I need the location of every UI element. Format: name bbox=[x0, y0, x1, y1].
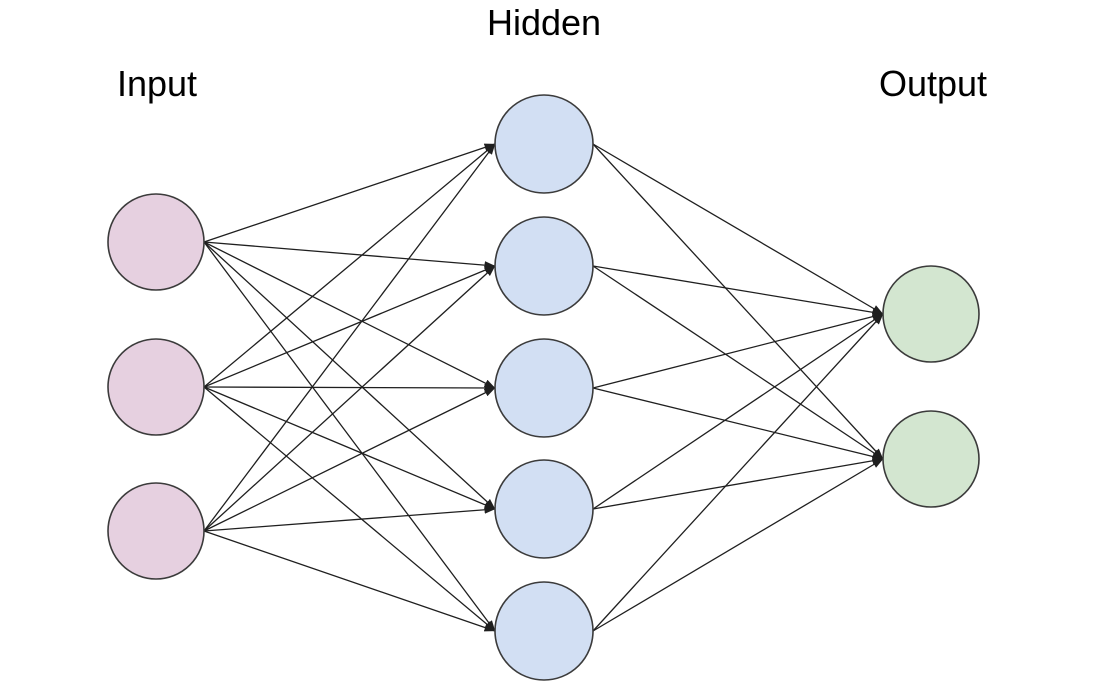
input-layer-label: Input bbox=[117, 63, 197, 104]
output-2-node bbox=[882, 410, 980, 508]
edge-input-1-to-hidden-1 bbox=[203, 143, 496, 243]
edge-input-2-to-hidden-5 bbox=[203, 386, 496, 632]
edge-hidden-4-to-output-1 bbox=[592, 313, 884, 510]
edge-input-1-to-hidden-4 bbox=[203, 241, 496, 510]
edge-input-2-to-hidden-2 bbox=[203, 265, 496, 388]
edge-input-2-to-hidden-4 bbox=[203, 386, 496, 510]
edge-input-3-to-hidden-2 bbox=[203, 265, 496, 532]
edge-input-2-to-hidden-1 bbox=[203, 143, 496, 388]
input-2-node bbox=[107, 338, 205, 436]
edge-input-3-to-hidden-3 bbox=[203, 387, 496, 532]
edge-hidden-2-to-output-1 bbox=[592, 265, 884, 317]
hidden-2-node bbox=[494, 216, 594, 316]
edge-hidden-4-to-output-2 bbox=[592, 456, 884, 510]
output-layer-label: Output bbox=[879, 63, 987, 104]
edge-hidden-5-to-output-2 bbox=[592, 458, 884, 632]
edge-hidden-2-to-output-2 bbox=[592, 265, 884, 460]
edges-layer bbox=[203, 143, 884, 632]
edge-input-2-to-hidden-3 bbox=[203, 383, 496, 392]
hidden-1-node bbox=[494, 94, 594, 194]
hidden-4-node bbox=[494, 459, 594, 559]
input-3-node bbox=[107, 482, 205, 580]
edge-hidden-3-to-output-2 bbox=[592, 387, 884, 461]
edge-input-1-to-hidden-2 bbox=[203, 241, 496, 270]
edge-hidden-5-to-output-1 bbox=[592, 313, 884, 632]
edge-hidden-1-to-output-1 bbox=[592, 143, 884, 315]
hidden-3-node bbox=[494, 338, 594, 438]
edge-hidden-1-to-output-2 bbox=[592, 143, 884, 460]
edge-input-1-to-hidden-3 bbox=[203, 241, 496, 389]
hidden-5-node bbox=[494, 581, 594, 681]
edge-hidden-3-to-output-1 bbox=[592, 312, 884, 389]
input-1-node bbox=[107, 193, 205, 291]
edge-input-3-to-hidden-5 bbox=[203, 530, 496, 632]
nodes-layer bbox=[107, 94, 980, 681]
edge-input-1-to-hidden-5 bbox=[203, 241, 496, 632]
hidden-layer-label: Hidden bbox=[487, 2, 601, 43]
edge-input-3-to-hidden-1 bbox=[203, 143, 496, 532]
output-1-node bbox=[882, 265, 980, 363]
edge-input-3-to-hidden-4 bbox=[203, 505, 496, 532]
